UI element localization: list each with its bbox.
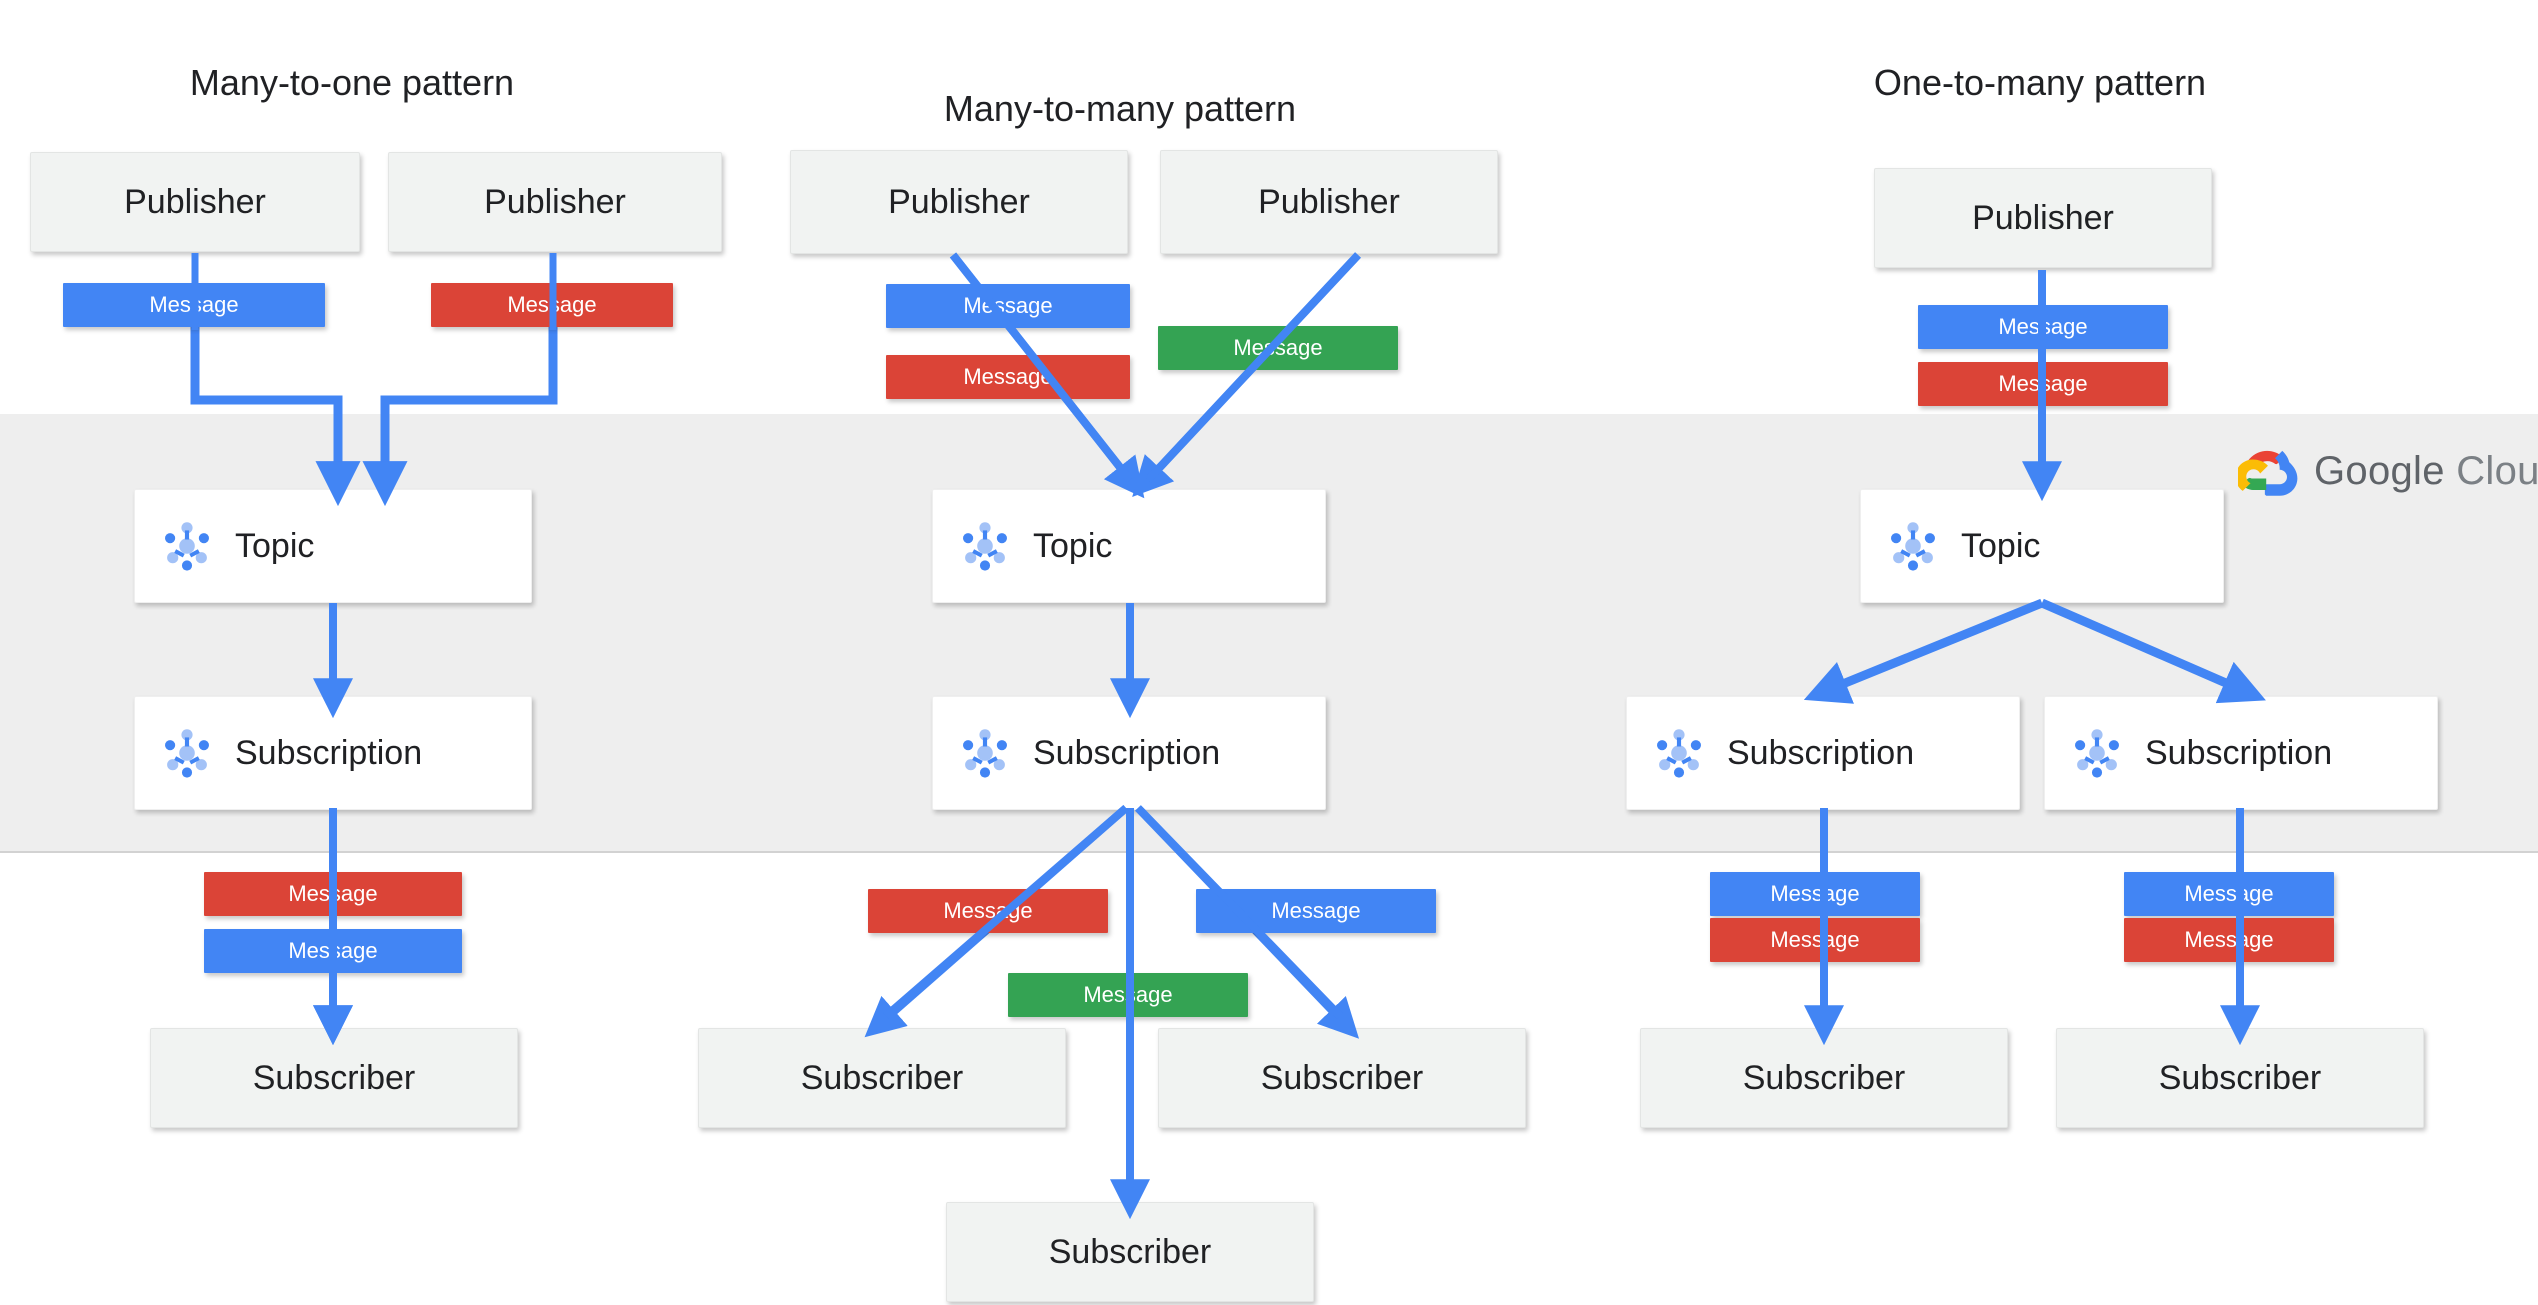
subscription-node[interactable]: Subscription bbox=[134, 696, 532, 810]
node-label: Publisher bbox=[1258, 182, 1400, 221]
message-chip: Message bbox=[63, 283, 325, 327]
subscriber-node[interactable]: Subscriber bbox=[1158, 1028, 1526, 1128]
topic-node[interactable]: Topic bbox=[932, 489, 1326, 603]
node-label: Subscriber bbox=[1048, 1232, 1212, 1271]
topic-node[interactable]: Topic bbox=[1860, 489, 2224, 603]
pubsub-icon bbox=[2075, 729, 2119, 778]
pattern-title-many-to-one: Many-to-one pattern bbox=[189, 62, 515, 103]
pubsub-icon bbox=[165, 522, 209, 571]
message-chip: Message bbox=[1008, 973, 1248, 1017]
node-label: Subscription bbox=[1727, 733, 1915, 772]
message-chip: Message bbox=[1196, 889, 1436, 933]
message-chip: Message bbox=[204, 929, 462, 973]
google-cloud-logo-text: Google Cloud bbox=[2314, 449, 2538, 494]
subscriber-node[interactable]: Subscriber bbox=[2056, 1028, 2424, 1128]
node-label: Publisher bbox=[124, 182, 266, 221]
pubsub-icon bbox=[165, 729, 209, 778]
node-label: Subscriber bbox=[1742, 1058, 1906, 1097]
node-label: Topic bbox=[235, 526, 315, 565]
node-label: Publisher bbox=[888, 182, 1030, 221]
publisher-node[interactable]: Publisher bbox=[30, 152, 360, 252]
message-chip: Message bbox=[2124, 918, 2334, 962]
message-chip: Message bbox=[1710, 872, 1920, 916]
message-chip: Message bbox=[886, 284, 1130, 328]
message-chip: Message bbox=[1918, 362, 2168, 406]
publisher-node[interactable]: Publisher bbox=[1874, 168, 2212, 268]
node-label: Subscription bbox=[1033, 733, 1221, 772]
subscriber-node[interactable]: Subscriber bbox=[1640, 1028, 2008, 1128]
node-label: Subscription bbox=[235, 733, 423, 772]
pubsub-icon bbox=[1891, 522, 1935, 571]
subscriber-node[interactable]: Subscriber bbox=[946, 1202, 1314, 1302]
message-chip: Message bbox=[868, 889, 1108, 933]
message-chip: Message bbox=[204, 872, 462, 916]
node-label: Subscription bbox=[2145, 733, 2333, 772]
message-chip: Message bbox=[1710, 918, 1920, 962]
publisher-node[interactable]: Publisher bbox=[388, 152, 722, 252]
pattern-title-many-to-many: Many-to-many pattern bbox=[943, 88, 1297, 129]
google-cloud-logo: Google Cloud bbox=[2238, 446, 2538, 496]
subscription-node[interactable]: Subscription bbox=[2044, 696, 2438, 810]
logo-word-google: Google bbox=[2314, 448, 2445, 493]
topic-node[interactable]: Topic bbox=[134, 489, 532, 603]
node-label: Subscriber bbox=[2158, 1058, 2322, 1097]
subscriber-node[interactable]: Subscriber bbox=[698, 1028, 1066, 1128]
google-cloud-logo-icon bbox=[2238, 450, 2298, 496]
subscription-node[interactable]: Subscription bbox=[1626, 696, 2020, 810]
node-label: Subscriber bbox=[1260, 1058, 1424, 1097]
node-label: Publisher bbox=[1972, 198, 2114, 237]
message-chip: Message bbox=[1918, 305, 2168, 349]
logo-word-cloud: Cloud bbox=[2456, 448, 2538, 493]
pattern-title-one-to-many: One-to-many pattern bbox=[1873, 62, 2207, 103]
publisher-node[interactable]: Publisher bbox=[1160, 150, 1498, 254]
node-label: Topic bbox=[1033, 526, 1113, 565]
node-label: Topic bbox=[1961, 526, 2041, 565]
message-chip: Message bbox=[431, 283, 673, 327]
pubsub-icon bbox=[963, 522, 1007, 571]
message-chip: Message bbox=[1158, 326, 1398, 370]
publisher-node[interactable]: Publisher bbox=[790, 150, 1128, 254]
node-label: Subscriber bbox=[800, 1058, 964, 1097]
subscriber-node[interactable]: Subscriber bbox=[150, 1028, 518, 1128]
message-chip: Message bbox=[2124, 872, 2334, 916]
message-chip: Message bbox=[886, 355, 1130, 399]
node-label: Subscriber bbox=[252, 1058, 416, 1097]
node-label: Publisher bbox=[484, 182, 626, 221]
subscription-node[interactable]: Subscription bbox=[932, 696, 1326, 810]
pubsub-icon bbox=[1657, 729, 1701, 778]
pubsub-icon bbox=[963, 729, 1007, 778]
